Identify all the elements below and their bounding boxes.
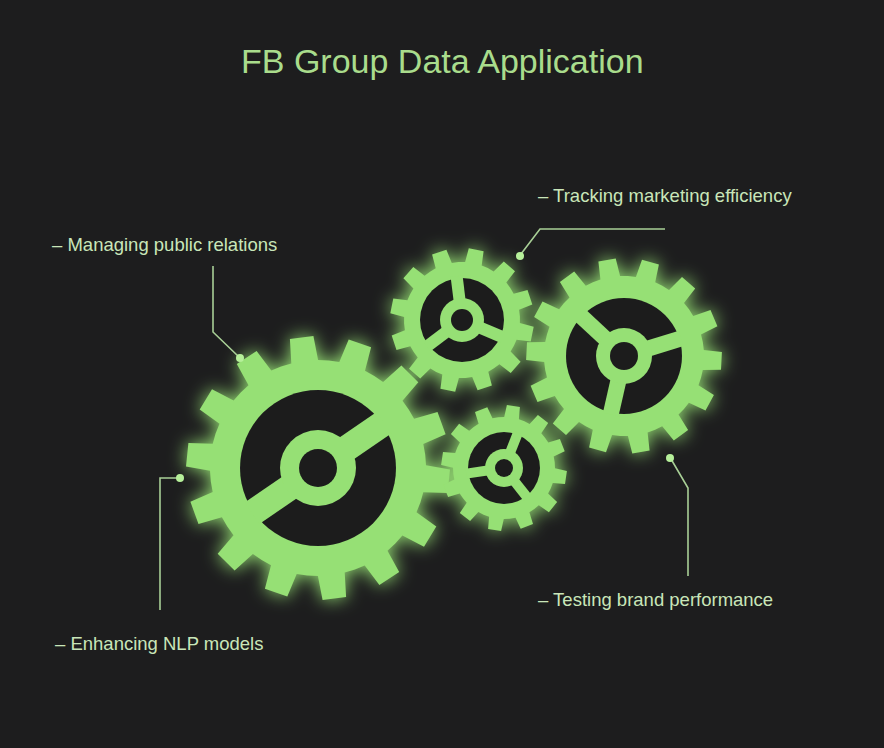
- gear: [441, 405, 567, 531]
- gears: [186, 248, 722, 600]
- gear-body: [526, 258, 722, 453]
- gear-hub: [485, 449, 523, 487]
- gear-hole: [451, 309, 473, 331]
- gear-body: [390, 248, 533, 391]
- callout-label: – Testing brand performance: [538, 589, 773, 611]
- gear-hub: [596, 328, 652, 384]
- gear: [186, 336, 450, 600]
- leader-dot: [516, 252, 524, 260]
- gear: [390, 248, 533, 391]
- gear-hole: [610, 342, 638, 370]
- gear-cutout: [240, 390, 396, 546]
- callout-label: – Enhancing NLP models: [55, 633, 263, 655]
- gear-hole: [495, 459, 513, 477]
- gear-body: [186, 336, 450, 600]
- leader-dot: [666, 454, 674, 462]
- gear-hub: [440, 298, 484, 342]
- leader-line: [213, 266, 238, 356]
- leader-line: [671, 459, 688, 576]
- gear: [526, 258, 722, 453]
- callout-label: – Tracking marketing efficiency: [538, 185, 792, 207]
- diagram-title: FB Group Data Application: [241, 42, 644, 81]
- callout-label: – Managing public relations: [52, 234, 277, 256]
- gear-hub: [280, 430, 356, 506]
- gear-cutout: [566, 298, 682, 414]
- leader-dots: [176, 252, 674, 482]
- leader-lines: [160, 229, 688, 610]
- leader-line: [521, 229, 665, 254]
- gear-hole: [299, 449, 337, 487]
- leader-line: [160, 478, 178, 610]
- gear-body: [441, 405, 567, 531]
- leader-dot: [236, 354, 244, 362]
- leader-dot: [176, 474, 184, 482]
